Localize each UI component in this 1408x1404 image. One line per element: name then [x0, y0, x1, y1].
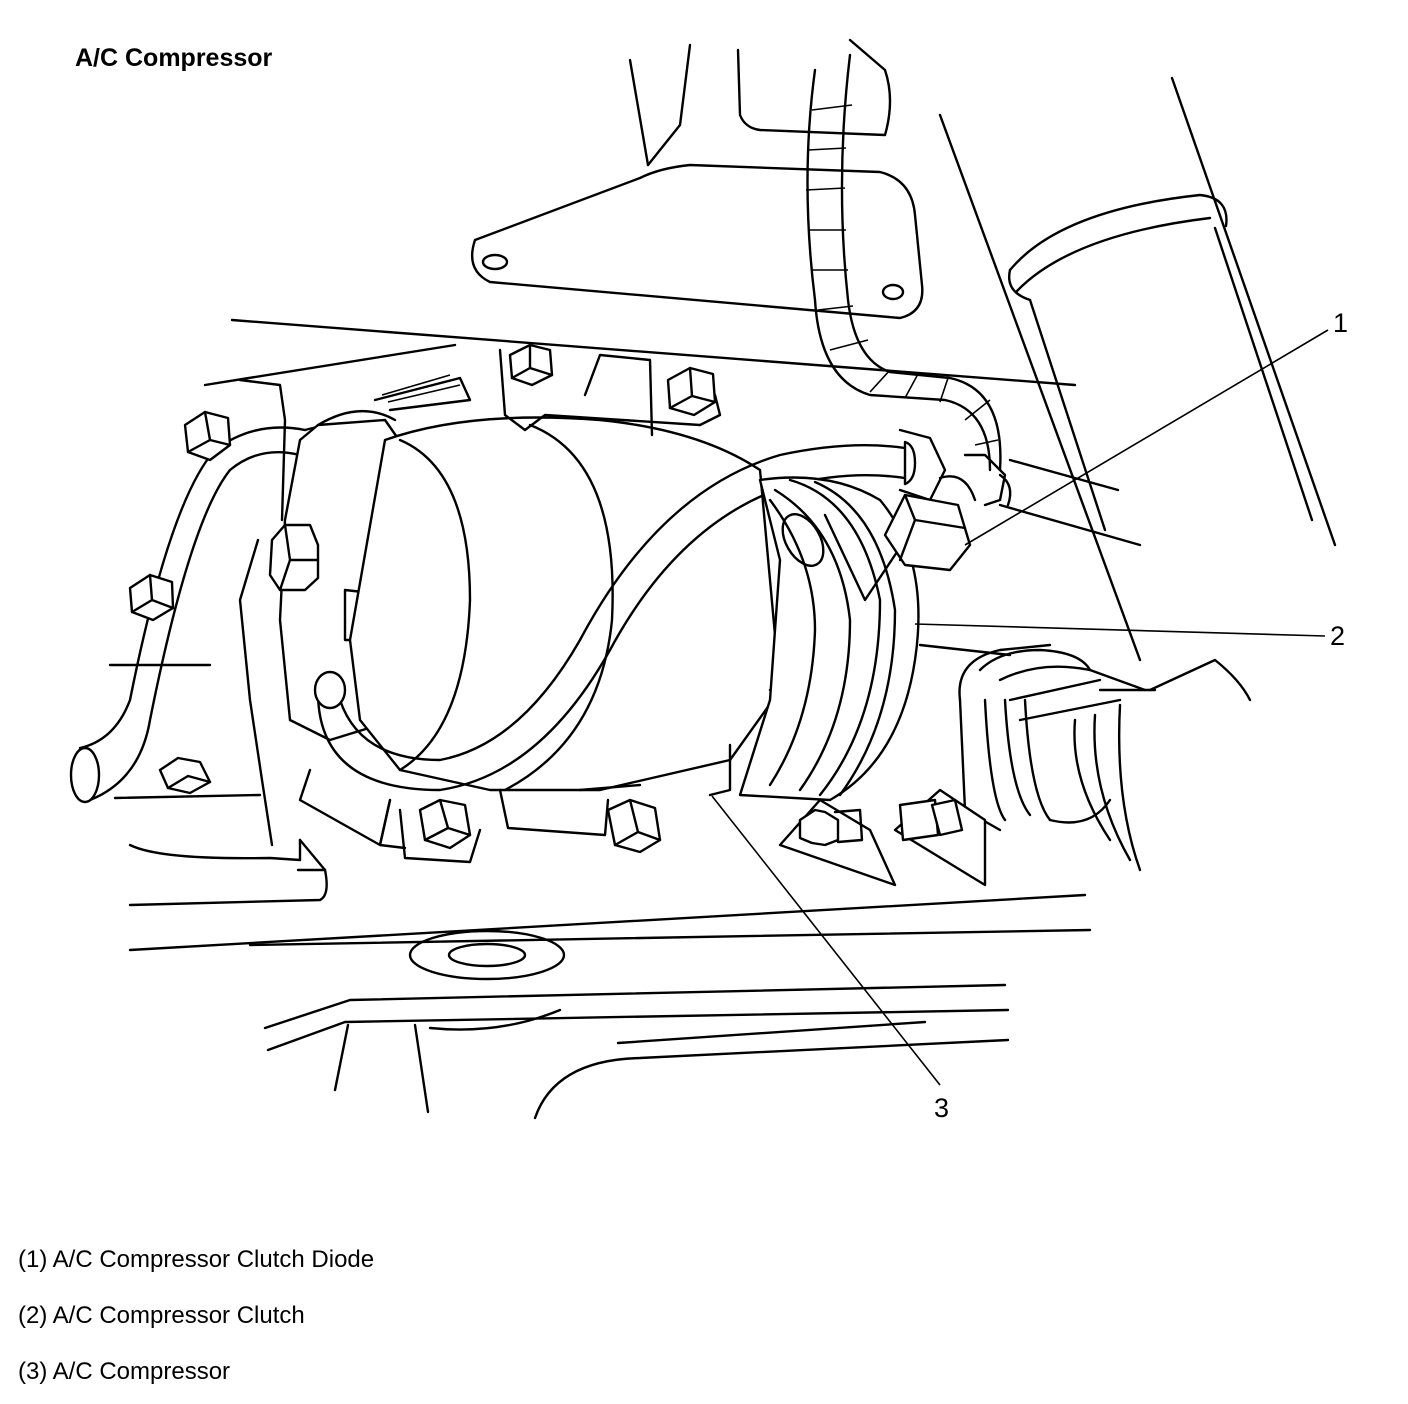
upper-frame: [628, 38, 1337, 662]
left-hose: [69, 424, 350, 804]
legend-item-1: (1) A/C Compressor Clutch Diode: [18, 1246, 375, 1273]
mounting-bracket: [470, 163, 924, 320]
clutch-pulley: [738, 476, 920, 802]
leader-line-3: [711, 795, 941, 1086]
leader-lines: [711, 329, 1329, 1086]
left-bolts: [128, 410, 232, 795]
right-lines: [918, 458, 1142, 657]
lower-mount-bolts: [778, 788, 987, 887]
callout-1: 1: [1333, 308, 1348, 338]
leader-line-1: [964, 329, 1329, 546]
base-bolts: [298, 768, 662, 864]
callout-3: 3: [934, 1093, 949, 1123]
legend-item-3: (3) A/C Compressor: [18, 1358, 231, 1385]
diagram-title: A/C Compressor: [75, 44, 273, 72]
axle-cv-boot: [958, 643, 1252, 872]
top-bolts: [498, 343, 722, 437]
wiring-harness: [805, 53, 1002, 472]
engine-lines: [108, 318, 1077, 800]
oil-pan: [128, 893, 1092, 1120]
strut-pipe: [1008, 193, 1314, 532]
compressor-body: [348, 416, 788, 797]
leader-line-2: [914, 623, 1326, 637]
parts-legend: (1) A/C Compressor Clutch Diode (2) A/C …: [18, 1232, 374, 1400]
callout-2: 2: [1330, 621, 1345, 651]
clutch-diode-connector: [883, 453, 1012, 572]
legend-item-2: (2) A/C Compressor Clutch: [18, 1302, 305, 1329]
engine-housing: [128, 378, 328, 907]
